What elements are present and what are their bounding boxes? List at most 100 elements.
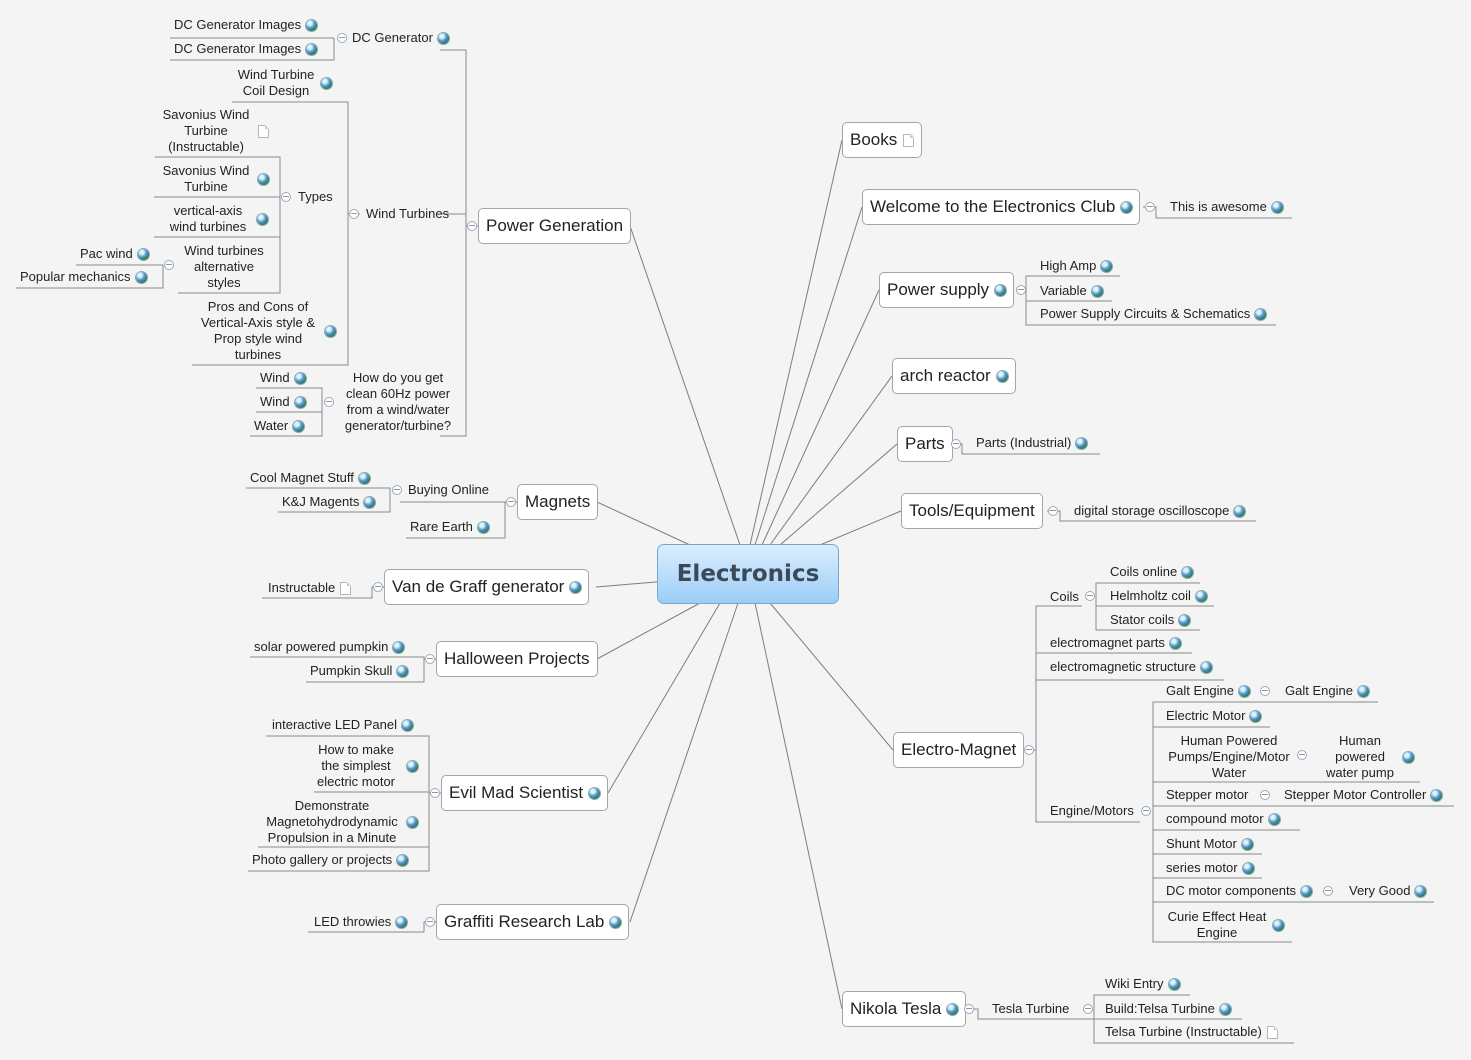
subtopic-em-parts[interactable]: electromagnet parts [1046, 635, 1185, 651]
subtopic-pros-cons[interactable]: Pros and Cons of Vertical-Axis style & P… [192, 299, 340, 363]
globe-icon[interactable] [996, 370, 1008, 382]
subtopic-curie[interactable]: Curie Effect Heat Engine [1162, 909, 1288, 941]
globe-icon[interactable] [1273, 919, 1284, 931]
globe-icon[interactable] [393, 641, 405, 653]
globe-icon[interactable] [306, 43, 318, 55]
globe-icon[interactable] [610, 916, 622, 928]
subtopic-types[interactable]: Types [294, 189, 337, 205]
collapse-toggle[interactable] [425, 654, 435, 664]
collapse-toggle[interactable] [467, 221, 477, 231]
subtopic-instructable[interactable]: Instructable [264, 580, 355, 596]
globe-icon[interactable] [1195, 590, 1207, 602]
collapse-toggle[interactable] [1297, 750, 1307, 760]
topic-parts[interactable]: Parts [897, 426, 953, 462]
globe-icon[interactable] [995, 284, 1007, 296]
subtopic-electric-motor[interactable]: Electric Motor [1162, 708, 1265, 724]
subtopic-popular-mechanics[interactable]: Popular mechanics [16, 269, 151, 285]
subtopic-dc-components[interactable]: DC motor components [1162, 883, 1316, 899]
globe-icon[interactable] [1415, 885, 1427, 897]
collapse-toggle[interactable] [964, 1004, 974, 1014]
subtopic-ps-circuits[interactable]: Power Supply Circuits & Schematics [1036, 306, 1270, 322]
subtopic-compound[interactable]: compound motor [1162, 811, 1284, 827]
topic-van-de-graff[interactable]: Van de Graff generator [384, 569, 590, 605]
subtopic-tesla-turbine[interactable]: Tesla Turbine [988, 1001, 1073, 1017]
subtopic-wind-turbine-coil[interactable]: Wind Turbine Coil Design [232, 67, 336, 99]
subtopic-build-tesla[interactable]: Build:Telsa Turbine [1101, 1001, 1235, 1017]
globe-icon[interactable] [396, 916, 408, 928]
globe-icon[interactable] [1200, 661, 1212, 673]
globe-icon[interactable] [321, 77, 332, 89]
globe-icon[interactable] [1242, 862, 1254, 874]
subtopic-stator[interactable]: Stator coils [1106, 612, 1194, 628]
subtopic-coils-online[interactable]: Coils online [1106, 564, 1197, 580]
globe-icon[interactable] [293, 420, 305, 432]
subtopic-oscilloscope[interactable]: digital storage oscilloscope [1070, 503, 1249, 519]
subtopic-wind[interactable]: Wind [256, 370, 310, 386]
subtopic-dc-generator-images[interactable]: DC Generator Images [170, 17, 321, 33]
collapse-toggle[interactable] [349, 209, 359, 219]
document-icon[interactable] [903, 133, 915, 147]
globe-icon[interactable] [1076, 437, 1088, 449]
document-icon[interactable] [1266, 1025, 1278, 1039]
globe-icon[interactable] [397, 665, 409, 677]
subtopic-stepper[interactable]: Stepper motor [1162, 787, 1252, 803]
subtopic-coils[interactable]: Coils [1046, 589, 1083, 605]
subtopic-rare-earth[interactable]: Rare Earth [406, 519, 493, 535]
subtopic-series[interactable]: series motor [1162, 860, 1258, 876]
subtopic-galt-engine-link[interactable]: Galt Engine [1281, 683, 1373, 699]
globe-icon[interactable] [1238, 685, 1250, 697]
globe-icon[interactable] [137, 248, 149, 260]
subtopic-savonius-instructable[interactable]: Savonius Wind Turbine (Instructable) [155, 107, 273, 155]
collapse-toggle[interactable] [1016, 285, 1026, 295]
globe-icon[interactable] [257, 213, 268, 225]
subtopic-savonius[interactable]: Savonius Wind Turbine [155, 163, 273, 195]
subtopic-buying-online[interactable]: Buying Online [404, 482, 493, 498]
topic-halloween[interactable]: Halloween Projects [436, 641, 598, 677]
globe-icon[interactable] [1250, 710, 1262, 722]
collapse-toggle[interactable] [425, 917, 435, 927]
globe-icon[interactable] [1271, 201, 1283, 213]
globe-icon[interactable] [1168, 978, 1180, 990]
subtopic-simple-motor[interactable]: How to make the simplest electric motor [306, 742, 422, 790]
topic-power-supply[interactable]: Power supply [879, 272, 1015, 308]
subtopic-tesla-instructable[interactable]: Telsa Turbine (Instructable) [1101, 1024, 1282, 1040]
collapse-toggle[interactable] [1085, 591, 1095, 601]
globe-icon[interactable] [947, 1003, 959, 1015]
collapse-toggle[interactable] [1024, 745, 1034, 755]
globe-icon[interactable] [1121, 201, 1133, 213]
globe-icon[interactable] [135, 271, 147, 283]
globe-icon[interactable] [1182, 566, 1194, 578]
topic-graffiti[interactable]: Graffiti Research Lab [436, 904, 630, 940]
subtopic-shunt[interactable]: Shunt Motor [1162, 836, 1257, 852]
subtopic-alt-styles[interactable]: Wind turbines alternative styles [176, 243, 272, 291]
subtopic-wind[interactable]: Wind [256, 394, 310, 410]
globe-icon[interactable] [364, 496, 376, 508]
globe-icon[interactable] [1091, 285, 1103, 297]
globe-icon[interactable] [1219, 1003, 1231, 1015]
globe-icon[interactable] [325, 325, 336, 337]
collapse-toggle[interactable] [1083, 1004, 1093, 1014]
globe-icon[interactable] [1241, 838, 1253, 850]
subtopic-pac-wind[interactable]: Pac wind [76, 246, 153, 262]
globe-icon[interactable] [1431, 789, 1443, 801]
collapse-toggle[interactable] [164, 260, 174, 270]
subtopic-parts-industrial[interactable]: Parts (Industrial) [972, 435, 1091, 451]
collapse-toggle[interactable] [1260, 686, 1270, 696]
topic-welcome[interactable]: Welcome to the Electronics Club [862, 189, 1141, 225]
subtopic-water[interactable]: Water [250, 418, 308, 434]
subtopic-human-pumps[interactable]: Human Powered Pumps/Engine/Motor Water [1162, 733, 1296, 781]
collapse-toggle[interactable] [373, 582, 383, 592]
globe-icon[interactable] [1234, 505, 1246, 517]
subtopic-photo-gallery[interactable]: Photo gallery or projects [248, 852, 412, 868]
subtopic-kj-magents[interactable]: K&J Magents [278, 494, 379, 510]
subtopic-solar-pumpkin[interactable]: solar powered pumpkin [250, 639, 408, 655]
collapse-toggle[interactable] [430, 788, 440, 798]
subtopic-clean-power[interactable]: How do you get clean 60Hz power from a w… [336, 370, 460, 434]
globe-icon[interactable] [1255, 308, 1267, 320]
subtopic-galt-engine[interactable]: Galt Engine [1162, 683, 1254, 699]
subtopic-wind-turbines[interactable]: Wind Turbines [362, 206, 453, 222]
globe-icon[interactable] [589, 787, 601, 799]
globe-icon[interactable] [570, 581, 582, 593]
subtopic-led-panel[interactable]: interactive LED Panel [268, 717, 417, 733]
collapse-toggle[interactable] [337, 33, 347, 43]
